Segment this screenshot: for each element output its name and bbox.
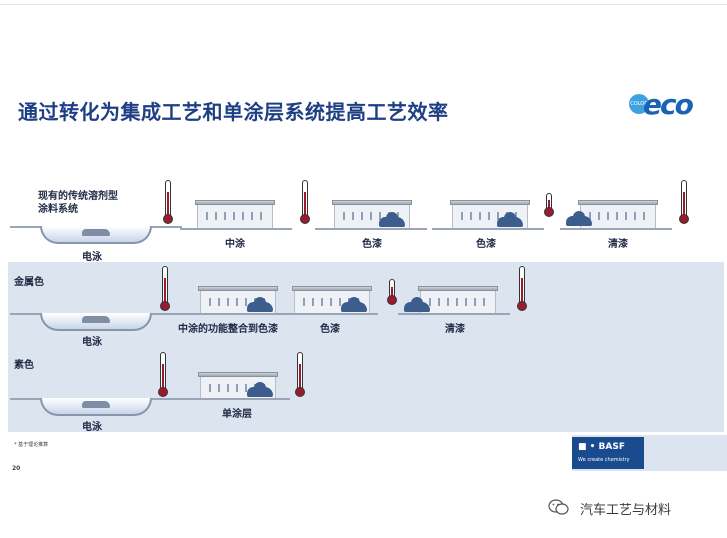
- row3-tank-label: 电泳: [82, 422, 102, 433]
- row3-stage-1: 单涂层: [222, 409, 252, 420]
- row3-line: [10, 352, 305, 416]
- row1-booth-1: [195, 200, 275, 228]
- car-icon: [497, 212, 523, 227]
- row1-booth-3: [450, 200, 530, 228]
- row1-heading-line1: 现有的传统溶剂型: [38, 191, 118, 202]
- car-icon: [247, 297, 273, 312]
- thermometer-icon: [163, 180, 173, 224]
- car-icon: [566, 211, 592, 226]
- row1-stage-2: 色漆: [362, 239, 382, 250]
- page-number: 20: [12, 465, 21, 472]
- car-icon: [247, 382, 273, 397]
- thermometer-icon: [158, 352, 168, 397]
- eco-wordmark: eco: [643, 88, 694, 121]
- color-eco-logo: COLOR eco: [627, 88, 707, 121]
- row2-booth-1: [198, 286, 278, 313]
- row2-heading: 金属色: [14, 277, 44, 288]
- car-icon: [341, 297, 367, 312]
- row2-line: [10, 266, 527, 331]
- basf-logo: ■ • BASF We create chemistry: [572, 437, 644, 469]
- tank-car-icon: [82, 401, 110, 408]
- thermometer-icon: [387, 279, 397, 305]
- thermometer-icon: [544, 193, 554, 217]
- car-icon: [379, 212, 405, 227]
- row1-line: [0, 0, 727, 260]
- top-rule: [0, 4, 727, 5]
- thermometer-icon: [517, 266, 527, 311]
- thermometer-icon: [295, 352, 305, 397]
- row2-stage-1: 中涂的功能整合到色漆: [178, 324, 278, 335]
- slide-title: 通过转化为集成工艺和单涂层系统提高工艺效率: [18, 100, 449, 124]
- row2-stage-3: 清漆: [445, 324, 465, 335]
- row2-stage-2: 色漆: [320, 324, 340, 335]
- row2-booth-2: [292, 286, 372, 313]
- watermark-text: 汽车工艺与材料: [580, 503, 672, 518]
- car-icon: [404, 297, 430, 312]
- color-badge: COLOR: [629, 94, 649, 114]
- row1-stage-3: 色漆: [476, 239, 496, 250]
- basf-tagline: We create chemistry: [578, 457, 630, 463]
- thermometer-icon: [300, 180, 310, 224]
- basf-name: ■ • BASF: [578, 442, 625, 452]
- row3-e-coat-tank: [40, 398, 152, 416]
- row3-booth-1: [198, 372, 278, 398]
- row1-tank-label: 电泳: [82, 252, 102, 263]
- row1-stage-4: 清漆: [608, 239, 628, 250]
- tank-car-icon: [82, 316, 110, 323]
- row1-booth-2: [332, 200, 412, 228]
- tank-car-icon: [82, 229, 110, 236]
- thermometer-icon: [679, 180, 689, 224]
- row1-heading-line2: 涂料系统: [38, 204, 78, 215]
- row2-booth-3: [418, 286, 498, 313]
- footnote: * 基于理论推算: [14, 442, 49, 448]
- row1-stage-1: 中涂: [225, 239, 245, 250]
- row3-heading: 素色: [14, 360, 34, 371]
- thermometer-icon: [160, 266, 170, 311]
- row2-tank-label: 电泳: [82, 337, 102, 348]
- wechat-icon: [548, 498, 570, 516]
